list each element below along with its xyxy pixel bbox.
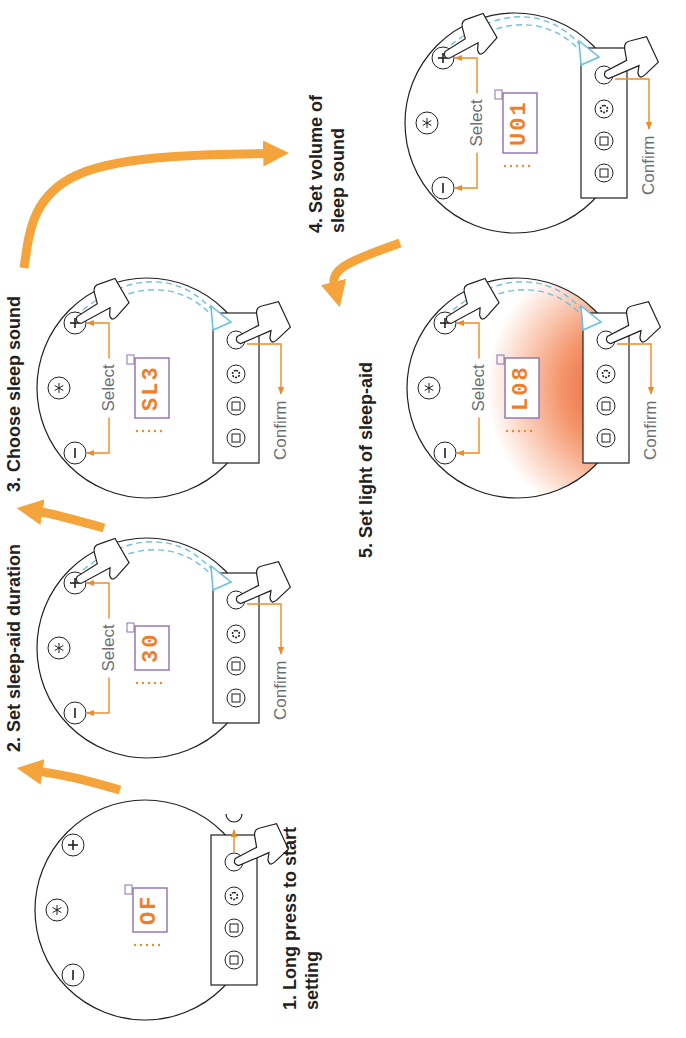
step-panel: 1. Long press to start setting OF: [30, 790, 323, 1030]
confirm-guide: [617, 344, 651, 394]
panel-button: [595, 164, 613, 182]
device-illustration: [402, 268, 672, 508]
display-window: [135, 626, 169, 670]
step-heading: 4. Set volume of sleep sound: [306, 63, 349, 233]
select-guide: [87, 418, 109, 454]
top-button: [48, 637, 70, 659]
device-illustration: [32, 268, 302, 508]
panel-button: [227, 689, 245, 707]
top-button: [48, 377, 70, 399]
panel-button: [227, 625, 245, 643]
panel-button: [227, 365, 245, 383]
pointing-hand: [66, 535, 132, 595]
step-panel: 4. Set volume of sleep sound U01 SelectCon…: [290, 3, 670, 243]
pointing-hand: [228, 559, 293, 616]
moon-symbol: [226, 814, 242, 822]
pointing-hand: [598, 299, 663, 356]
confirm-label: Confirm: [271, 660, 291, 720]
press-guide: [233, 830, 234, 852]
select-label: Select: [99, 364, 119, 411]
display-window: [133, 888, 167, 932]
top-button: [432, 177, 454, 199]
step-arrow: [24, 153, 271, 268]
pointing-hand: [434, 10, 500, 70]
confirm-label: Confirm: [639, 135, 659, 195]
select-guide: [87, 678, 109, 714]
panel-button: [595, 132, 613, 150]
display-readout: U01: [509, 100, 531, 146]
top-button: [418, 377, 440, 399]
top-button: [62, 964, 84, 986]
select-guide: [87, 583, 109, 619]
step-arrow: [35, 771, 120, 790]
confirm-label: Confirm: [641, 400, 661, 460]
select-guide: [455, 58, 477, 94]
panel-button: [597, 429, 615, 447]
device-illustration: [32, 528, 302, 768]
select-label: Select: [467, 99, 487, 146]
pointing-hand: [66, 275, 132, 335]
step-heading: 5. Set light of sleep-aid: [356, 278, 378, 558]
step-heading: 1. Long press to start setting: [280, 800, 323, 1010]
pointing-hand: [596, 34, 661, 91]
panel-button: [227, 397, 245, 415]
select-guide: [455, 153, 477, 189]
device-illustration: [400, 3, 670, 243]
step-heading: 3. Choose sleep sound: [4, 268, 26, 492]
display-readout: 30: [141, 633, 163, 663]
display-window: [505, 358, 539, 418]
display-readout: SL3: [141, 365, 163, 411]
top-button: [62, 834, 84, 856]
step-panel: 3. Choose sleep sound SL3 SelectConfirm: [4, 268, 302, 508]
panel-button: [597, 397, 615, 415]
step-panel: 5. Set light of sleep-aid L08 SelectConfir…: [340, 268, 672, 568]
select-guide: [87, 323, 109, 359]
display-window: [135, 358, 169, 418]
panel-button: [595, 100, 613, 118]
panel-button: [227, 429, 245, 447]
step-panel: 2. Set sleep-aid duration 30 SelectConfirm: [4, 528, 302, 768]
top-button: [416, 112, 438, 134]
select-guide: [457, 418, 479, 454]
pointing-hand: [228, 299, 293, 356]
top-button: [434, 442, 456, 464]
confirm-guide: [247, 344, 281, 394]
display-readout: OF: [139, 895, 161, 925]
confirm-guide: [615, 79, 649, 129]
select-guide: [457, 323, 479, 359]
panel-button: [597, 365, 615, 383]
step-heading: 2. Set sleep-aid duration: [4, 528, 26, 752]
pointing-hand: [436, 275, 502, 335]
panel-button: [225, 887, 243, 905]
device-illustration: [30, 790, 300, 1030]
display-window: [503, 93, 537, 153]
top-button: [46, 899, 68, 921]
panel-button: [227, 657, 245, 675]
confirm-label: Confirm: [271, 400, 291, 460]
select-label: Select: [99, 624, 119, 671]
top-button: [64, 702, 86, 724]
panel-button: [225, 951, 243, 969]
select-label: Select: [469, 364, 489, 411]
top-button: [64, 442, 86, 464]
display-readout: L08: [511, 365, 533, 411]
confirm-guide: [247, 604, 281, 654]
step-arrow: [334, 243, 400, 290]
panel-button: [225, 919, 243, 937]
step-arrow: [35, 511, 104, 528]
